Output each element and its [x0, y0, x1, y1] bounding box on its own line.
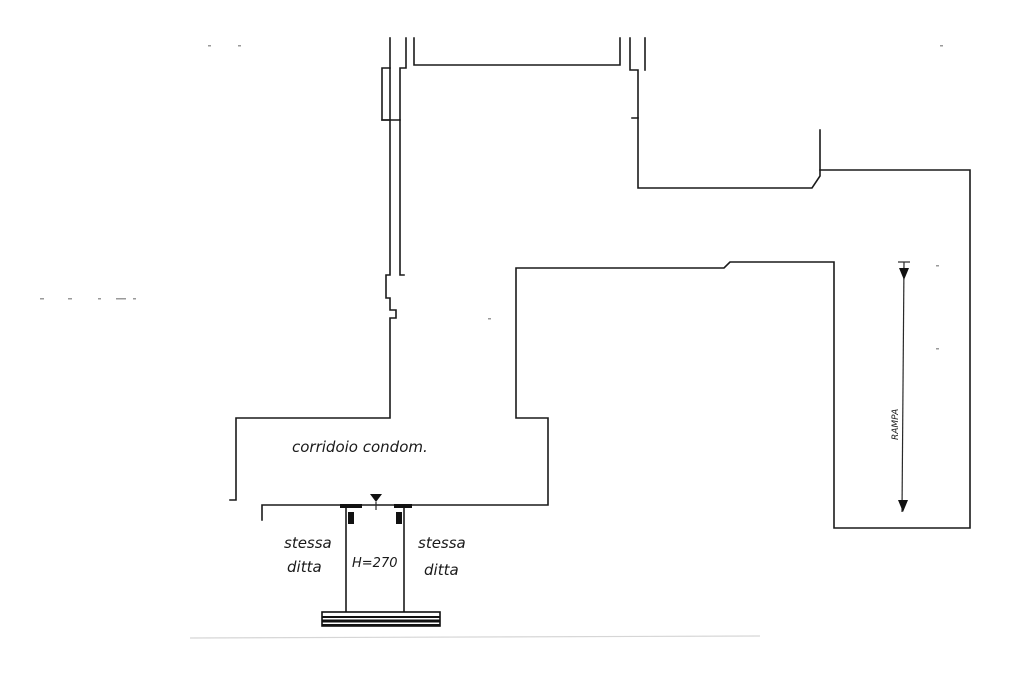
lower-room — [321, 494, 441, 627]
right-room-label-line2: ditta — [424, 561, 459, 579]
bottom-wall-hatch — [321, 611, 441, 627]
corridor-label: corridoio condom. — [292, 438, 428, 456]
right-room-label-line1: stessa — [418, 534, 466, 552]
upper-room-walls — [381, 37, 821, 189]
door-jamb-left — [348, 512, 354, 524]
left-room-label-line2: ditta — [287, 558, 322, 576]
corridor-left-wall — [229, 119, 405, 501]
scan-edge-line — [189, 635, 761, 639]
door-jamb-right — [396, 512, 402, 524]
corridor-bottom-wall — [261, 169, 971, 529]
height-label: H=270 — [352, 556, 397, 571]
ramp-arrow — [898, 261, 910, 513]
scan-specks — [40, 45, 943, 350]
left-room-label-line1: stessa — [284, 534, 332, 552]
level-marker-icon — [370, 494, 382, 502]
ramp-label: RAMPA — [891, 409, 901, 440]
